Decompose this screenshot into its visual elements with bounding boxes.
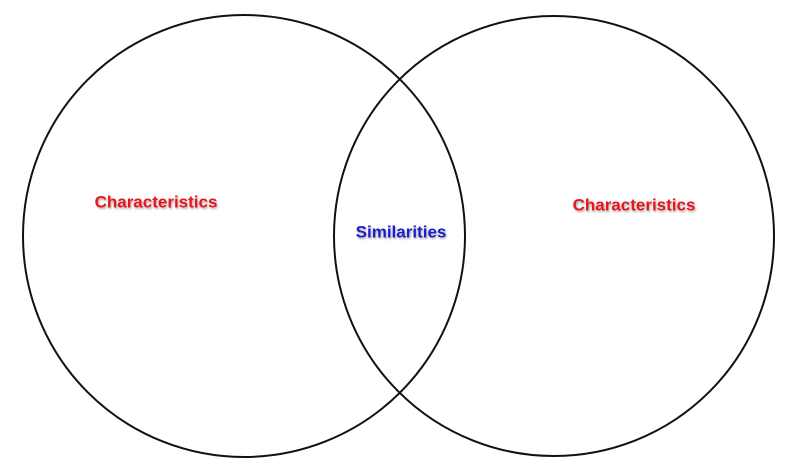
left-circle-label: Characteristics: [95, 192, 218, 211]
left-circle: [22, 14, 466, 458]
right-circle: [333, 15, 775, 457]
intersection-label: Similarities: [356, 222, 447, 241]
right-circle-label: Characteristics: [573, 195, 696, 214]
